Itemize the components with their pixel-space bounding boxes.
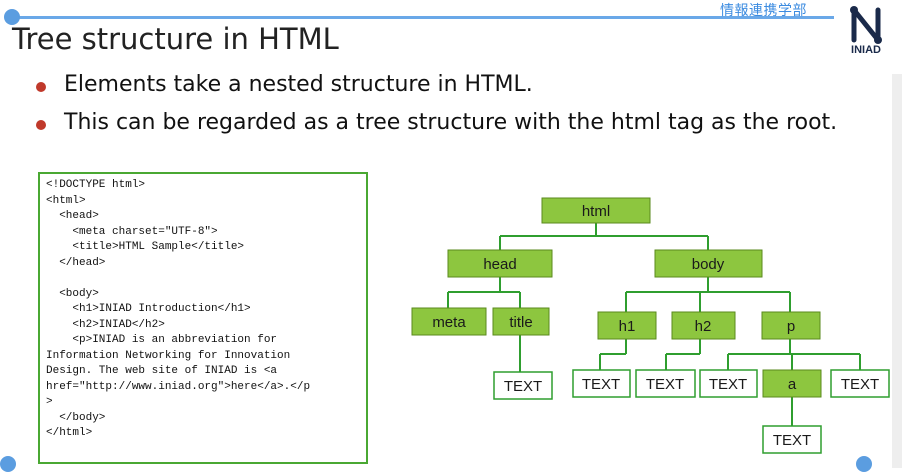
svg-text:h2: h2 <box>695 318 712 335</box>
right-edge-strip <box>892 74 902 468</box>
text-node-p-tail: TEXT <box>830 369 890 398</box>
element-node-h2: h2 <box>671 311 736 340</box>
svg-text:TEXT: TEXT <box>504 378 542 395</box>
header-rule <box>12 16 834 19</box>
svg-text:TEXT: TEXT <box>582 376 620 393</box>
element-node-h1: h1 <box>597 311 657 340</box>
svg-text:html: html <box>582 203 610 220</box>
element-node-title: title <box>492 307 550 336</box>
text-node-h1: TEXT <box>572 369 631 398</box>
svg-text:a: a <box>788 376 797 393</box>
element-node-head: head <box>447 249 553 278</box>
text-node-p: TEXT <box>699 369 758 398</box>
bullet-text: This can be regarded as a tree structure… <box>64 110 838 135</box>
svg-text:p: p <box>787 318 795 335</box>
svg-text:TEXT: TEXT <box>709 376 747 393</box>
department-label: 情報連携学部 <box>720 3 807 19</box>
svg-text:head: head <box>483 256 516 273</box>
element-node-body: body <box>654 249 763 278</box>
element-node-p: p <box>761 311 821 340</box>
svg-text:TEXT: TEXT <box>773 432 811 449</box>
svg-text:meta: meta <box>432 314 466 331</box>
element-node-a: a <box>762 369 822 398</box>
element-node-html: html <box>541 197 651 224</box>
bullet-dot-icon <box>36 82 46 92</box>
svg-text:body: body <box>692 256 725 273</box>
html-code-sample: <!DOCTYPE html> <html> <head> <meta char… <box>38 172 368 464</box>
svg-text:TEXT: TEXT <box>646 376 684 393</box>
text-node-title: TEXT <box>493 371 553 400</box>
logo-wordmark: INIAD <box>851 44 881 56</box>
text-node-a: TEXT <box>762 425 822 454</box>
code-text: <!DOCTYPE html> <html> <head> <meta char… <box>46 179 311 439</box>
bullet-dot-icon <box>36 120 46 130</box>
tree-edges <box>447 223 861 426</box>
element-node-meta: meta <box>411 307 487 336</box>
svg-text:h1: h1 <box>619 318 636 335</box>
bullet-text: Elements take a nested structure in HTML… <box>64 72 533 97</box>
bullet-item: Elements take a nested structure in HTML… <box>36 74 866 96</box>
svg-text:TEXT: TEXT <box>841 376 879 393</box>
text-node-h2: TEXT <box>635 369 696 398</box>
svg-text:title: title <box>509 314 532 331</box>
slide-title: Tree structure in HTML <box>12 22 339 56</box>
header-rule-dot <box>4 9 20 25</box>
bullet-item: This can be regarded as a tree structure… <box>36 112 866 134</box>
bullet-list: Elements take a nested structure in HTML… <box>36 74 866 134</box>
iniad-logo <box>850 6 882 44</box>
